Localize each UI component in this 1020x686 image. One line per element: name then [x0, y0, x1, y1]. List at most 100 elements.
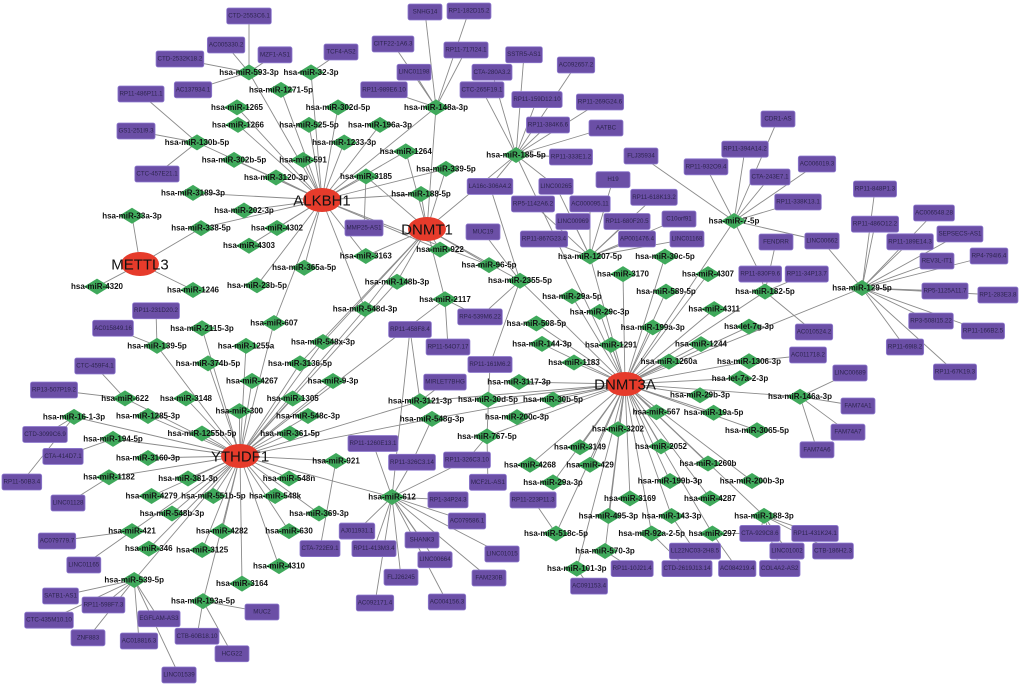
mirna-node-hsa-mir-1207-5p[interactable]: hsa-miR-1207-5p	[558, 248, 622, 265]
lncrna-node-rp11-867g23-4[interactable]: RP11-867G23.4	[519, 230, 569, 248]
gene-node-ythdf1[interactable]: YTHDF1	[211, 444, 269, 468]
mirna-node-hsa-mir-185-5p[interactable]: hsa-miR-185-5p	[486, 147, 546, 163]
lncrna-node-ac018816-3[interactable]: AC018816.3	[119, 632, 159, 650]
mirna-node-hsa-mir-570-3p[interactable]: hsa-miR-570-3p	[575, 543, 635, 560]
mirna-node-hsa-mir-129-5p[interactable]: hsa-miR-129-5p	[832, 280, 892, 296]
mirna-node-hsa-mir-200b-3p[interactable]: hsa-miR-200b-3p	[720, 473, 785, 490]
lncrna-node-fam230b[interactable]: FAM230B	[471, 569, 507, 587]
lncrna-node-fam74a6[interactable]: FAM74A6	[799, 441, 835, 459]
gene-node-mettl3[interactable]: METTL3	[111, 252, 169, 276]
mirna-node-hsa-mir-339-5p[interactable]: hsa-miR-339-5p	[416, 160, 476, 177]
mirna-node-hsa-mir-33a-3p[interactable]: hsa-miR-33a-3p	[102, 207, 162, 224]
gene-node-dnmt3a[interactable]: DNMT3A	[594, 372, 656, 396]
lncrna-node-rp11-989e6-10[interactable]: RP11-989E6.10	[360, 81, 408, 99]
mirna-node-hsa-mir-374b-5p[interactable]: hsa-miR-374b-5p	[176, 355, 241, 372]
lncrna-node-aatbc[interactable]: AATBC	[588, 119, 624, 137]
lncrna-node-rp11-932o9-4[interactable]: RP11-932O9.4	[683, 158, 729, 176]
lncrna-node-linc01015[interactable]: LINC01015	[484, 545, 520, 563]
lncrna-node-ctc-265f19-1[interactable]: CTC-265F19.1	[459, 81, 505, 99]
lncrna-node-rp11-618k13-2[interactable]: RP11-618K13.2	[630, 188, 678, 206]
lncrna-node-col4a2-as2[interactable]: COL4A2-AS2	[759, 560, 801, 577]
mirna-node-hsa-mir-144-3p[interactable]: hsa-miR-144-3p	[512, 335, 572, 352]
mirna-node-hsa-mir-4320[interactable]: hsa-miR-4320	[71, 278, 124, 295]
lncrna-node-la16c-306a4-2[interactable]: LA16c-306A4.2	[466, 178, 514, 195]
lncrna-node-ctd-3099c6-9[interactable]: CTD-3099C6.9	[22, 426, 68, 443]
mirna-node-hsa-mir-182-5p[interactable]: hsa-miR-182-5p	[735, 283, 795, 300]
lncrna-node-rp11-161m6-2[interactable]: RP11-161M6.2	[467, 356, 513, 373]
mirna-node-hsa-mir-139-5p[interactable]: hsa-miR-139-5p	[127, 337, 187, 354]
gene-node-alkbh1[interactable]: ALKBH1	[293, 188, 351, 212]
mirna-node-hsa-mir-32-3p[interactable]: hsa-miR-32-3p	[283, 64, 339, 81]
lncrna-node-tcf4-as2[interactable]: TCF4-AS2	[323, 43, 359, 61]
mirna-node-hsa-mir-3163[interactable]: hsa-miR-3163	[340, 248, 393, 264]
lncrna-node-rp11-34p13-7[interactable]: RP11-34P13.7	[784, 265, 829, 283]
mirna-node-hsa-mir-101-3p[interactable]: hsa-miR-101-3p	[547, 560, 607, 577]
mirna-node-hsa-mir-567[interactable]: hsa-miR-567	[633, 404, 681, 421]
mirna-node-hsa-mir-495-3p[interactable]: hsa-miR-495-3p	[579, 507, 639, 524]
mirna-node-hsa-mir-1260a[interactable]: hsa-miR-1260a	[641, 353, 698, 370]
mirna-node-hsa-mir-30b-5p[interactable]: hsa-miR-30b-5p	[523, 391, 583, 408]
lncrna-node-linc01198[interactable]: LINC01198	[396, 63, 432, 81]
mirna-node-hsa-mir-4279[interactable]: hsa-miR-4279	[126, 488, 179, 505]
mirna-node-hsa-mir-300[interactable]: hsa-miR-300	[216, 403, 264, 420]
lncrna-node-gs1-251i9-3[interactable]: GS1-251I9.3	[116, 122, 156, 140]
mirna-node-hsa-mir-1244[interactable]: hsa-miR-1244	[675, 336, 728, 353]
mirna-node-hsa-mir-200c-3p[interactable]: hsa-miR-200c-3p	[485, 409, 549, 426]
mirna-node-hsa-mir-1255a[interactable]: hsa-miR-1255a	[218, 337, 275, 354]
lncrna-node-linc01128[interactable]: LINC01128	[50, 494, 86, 512]
lncrna-node-c10orf91[interactable]: C10orf91	[661, 210, 697, 228]
gene-node-dnmt1[interactable]: DNMT1	[401, 217, 453, 241]
lncrna-node-ac092657-2[interactable]: AC092657.2	[556, 56, 596, 74]
lncrna-node-rp11-394a14-2[interactable]: RP11-394A14.2	[721, 140, 769, 158]
mirna-node-hsa-mir-2115-3p[interactable]: hsa-miR-2115-3p	[170, 320, 234, 337]
lncrna-node-ac004156-3[interactable]: AC004156.3	[427, 593, 467, 611]
mirna-node-hsa-mir-4310[interactable]: hsa-miR-4310	[253, 558, 306, 575]
lncrna-node-satb1-as1[interactable]: SATB1-AS1	[42, 587, 79, 605]
lncrna-node-ac084219-4[interactable]: AC084219.4	[718, 560, 757, 578]
mirna-node-hsa-mir-19a-5p[interactable]: hsa-miR-19a-5p	[684, 404, 744, 421]
lncrna-node-flj35934[interactable]: FLJ35934	[623, 147, 659, 165]
lncrna-node-ac000095-11[interactable]: AC000095.11	[569, 195, 611, 213]
mirna-node-hsa-mir-3148[interactable]: hsa-miR-3148	[160, 390, 213, 407]
lncrna-node-rp11-338k13-1[interactable]: RP11-338K13.1	[774, 193, 822, 211]
lncrna-node-rp11-223p11-3[interactable]: RP11-223P11.3	[509, 491, 557, 509]
lncrna-node-cta-280a3-2[interactable]: CTA-280A3.2	[471, 63, 513, 81]
mirna-node-hsa-mir-548k[interactable]: hsa-miR-548k	[249, 488, 302, 505]
mirna-node-hsa-mir-199a-3p[interactable]: hsa-miR-199a-3p	[621, 319, 685, 336]
lncrna-node-linc01539[interactable]: LINC01539	[161, 666, 197, 684]
lncrna-node-rp11-166b2-5[interactable]: RP11-166B2.5	[961, 322, 1005, 340]
mirna-node-hsa-mir-146a-3p[interactable]: hsa-miR-146a-3p	[768, 388, 832, 405]
lncrna-node-muc2[interactable]: MUC2	[244, 603, 280, 621]
mirna-node-hsa-mir-429[interactable]: hsa-miR-429	[566, 456, 614, 473]
lncrna-node-rp11-384k6-6[interactable]: RP11-384K6.6	[526, 116, 570, 134]
lncrna-node-linc00689[interactable]: LINC00689	[832, 364, 868, 382]
lncrna-node-ac092171-4[interactable]: AC092171.4	[355, 594, 395, 612]
lncrna-node-rp11-50b3-4[interactable]: RP11-50B3.4	[1, 473, 43, 491]
mirna-node-hsa-mir-2117[interactable]: hsa-miR-2117	[419, 291, 471, 308]
mirna-node-hsa-mir-548n[interactable]: hsa-miR-548n	[263, 470, 316, 487]
mirna-node-hsa-mir-9-3p[interactable]: hsa-miR-9-3p	[308, 372, 359, 389]
lncrna-node-mirlet7bhg[interactable]: MIRLET7BHG	[423, 373, 467, 391]
mirna-node-hsa-mir-548b-3p[interactable]: hsa-miR-548b-3p	[140, 505, 205, 522]
lncrna-node-sepsecs-as1[interactable]: SEPSECS-AS1	[936, 225, 984, 243]
mirna-node-hsa-let-7a-2-3p[interactable]: hsa-let-7a-2-3p	[712, 370, 769, 387]
mirna-node-hsa-mir-92a-2-5p[interactable]: hsa-miR-92a-2-5p	[618, 525, 685, 542]
mirna-node-hsa-mir-3160-3p[interactable]: hsa-miR-3160-3p	[116, 450, 180, 466]
mirna-node-hsa-mir-188-3p[interactable]: hsa-miR-188-3p	[734, 507, 794, 524]
mirna-node-hsa-mir-1265[interactable]: hsa-miR-1265	[211, 99, 264, 116]
lncrna-node-fam74a1[interactable]: FAM74A1	[840, 397, 876, 415]
lncrna-node-mzf1-as1[interactable]: MZF1-AS1	[257, 46, 293, 64]
mirna-node-hsa-mir-3149[interactable]: hsa-miR-3149	[554, 439, 607, 456]
mirna-node-hsa-mir-3065-5p[interactable]: hsa-miR-3065-5p	[725, 422, 789, 439]
mirna-node-hsa-mir-3164[interactable]: hsa-miR-3164	[216, 575, 269, 592]
mirna-node-hsa-mir-4287[interactable]: hsa-miR-4287	[684, 490, 737, 507]
mirna-node-hsa-mir-3117-3p[interactable]: hsa-miR-3117-3p	[487, 374, 551, 391]
lncrna-node-cta-414d7-1[interactable]: CTA-414D7.1	[42, 448, 84, 465]
mirna-node-hsa-mir-1183[interactable]: hsa-miR-1183	[548, 354, 600, 371]
mirna-node-hsa-mir-4307[interactable]: hsa-miR-4307	[682, 266, 735, 283]
mirna-node-hsa-mir-1271-5p[interactable]: hsa-miR-1271-5p	[249, 81, 313, 98]
mirna-node-hsa-mir-3189-3p[interactable]: hsa-miR-3189-3p	[161, 184, 225, 201]
mirna-node-hsa-mir-1255b-5p[interactable]: hsa-miR-1255b-5p	[168, 425, 237, 442]
lncrna-node-znf883[interactable]: ZNF883	[70, 629, 106, 647]
mirna-node-hsa-mir-369-3p[interactable]: hsa-miR-369-3p	[289, 505, 349, 522]
